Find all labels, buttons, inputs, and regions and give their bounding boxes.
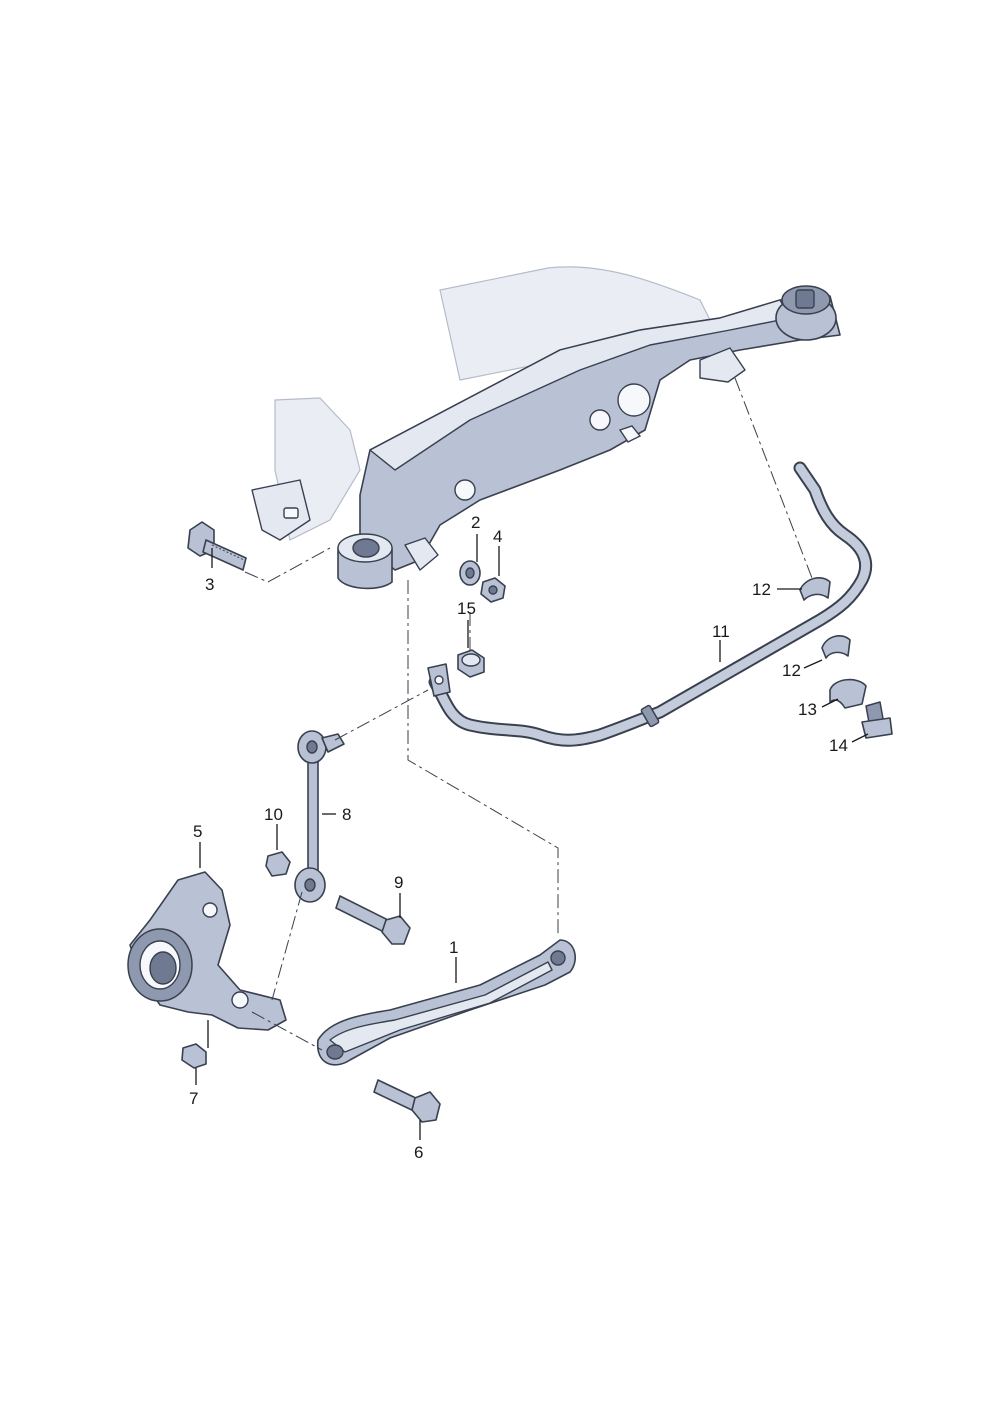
callout-12-lower: 12: [782, 661, 801, 680]
wheel-bearing-housing: [127, 871, 287, 1069]
callout-11: 11: [712, 622, 730, 641]
callout-14: 14: [829, 736, 848, 755]
stabilizer-bar: [427, 461, 873, 747]
callout-15: 15: [457, 599, 476, 618]
callout-6: 6: [414, 1143, 423, 1162]
callout-1: 1: [449, 938, 458, 957]
callout-12-upper: 12: [752, 580, 771, 599]
callout-9: 9: [394, 873, 403, 892]
callout-3: 3: [205, 575, 214, 594]
callout-13: 13: [798, 700, 817, 719]
assembly-lines: [244, 377, 813, 1051]
coupling-rod: [265, 730, 411, 945]
transverse-link: [317, 939, 576, 1123]
callout-2: 2: [471, 513, 480, 532]
leader-lines: [195, 534, 869, 1140]
bolt-3: [187, 521, 247, 571]
callout-4: 4: [493, 527, 502, 546]
small-fasteners: [457, 560, 506, 678]
callout-5: 5: [193, 822, 202, 841]
clamp-parts: [799, 577, 893, 739]
callout-7: 7: [189, 1089, 198, 1108]
rear-axle-subframe: [251, 285, 841, 590]
callout-8: 8: [342, 805, 351, 824]
callout-10: 10: [264, 805, 283, 824]
callout-labels: 1 2 3 4 5 6 7 8 9 10 11 12 12 13 14 15: [189, 513, 848, 1162]
